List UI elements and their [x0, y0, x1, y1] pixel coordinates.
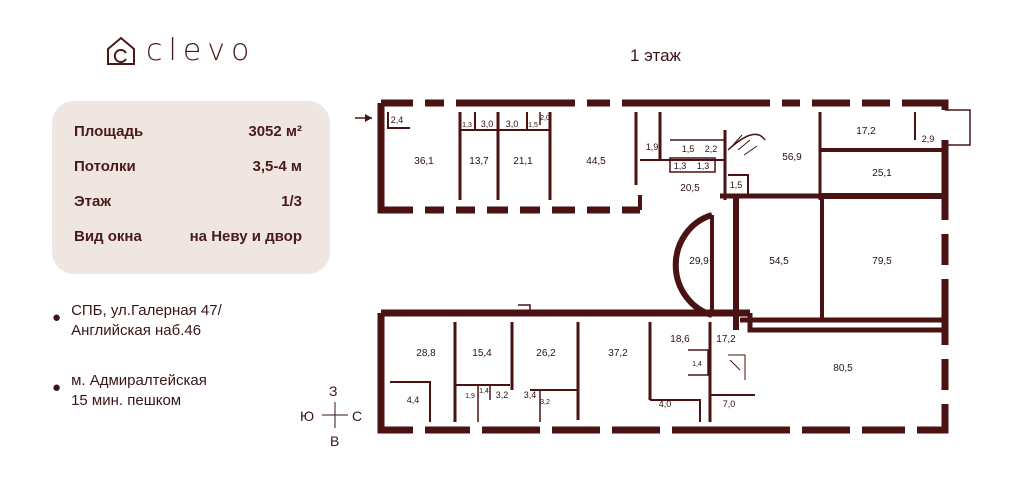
compass-west: Ю — [300, 408, 315, 424]
info-value: 3052 м² — [248, 123, 302, 140]
room-label: 36,1 — [414, 156, 434, 167]
floor-title: 1 этаж — [630, 46, 681, 65]
room-label: 1,5 — [730, 180, 743, 190]
room-label: 21,1 — [513, 156, 533, 167]
room-label: 3,4 — [524, 390, 537, 400]
room-label: 4,4 — [407, 395, 420, 405]
room-label: 15,4 — [472, 348, 492, 359]
room-label: 17,2 — [856, 126, 876, 137]
entrance-arrow-icon — [355, 114, 372, 122]
room-label: 3,2 — [540, 399, 550, 406]
room-label: 26,2 — [536, 348, 556, 359]
room-label: 1,3 — [674, 161, 687, 171]
room-label: 20,5 — [680, 183, 700, 194]
metro-block: ● м. Адмиралтейская 15 мин. пешком — [52, 371, 207, 411]
info-label: Потолки — [74, 158, 136, 175]
room-label: 2,4 — [391, 115, 404, 125]
address-line: Английская наб.46 — [71, 322, 202, 339]
address-block: ● СПБ, ул.Галерная 47/ Английская наб.46 — [52, 301, 222, 341]
room-label: 56,9 — [782, 152, 802, 163]
room-label: 13,7 — [469, 156, 489, 167]
room-label: 2,0 — [540, 115, 550, 122]
logo-text: clevo — [146, 33, 256, 68]
room-label: 25,1 — [872, 168, 892, 179]
info-value: 1/3 — [281, 193, 302, 210]
logo: clevo — [104, 33, 255, 68]
house-logo-icon — [107, 36, 135, 65]
room-label: 17,2 — [716, 334, 736, 345]
room-label: 1,5 — [682, 144, 695, 154]
bullet-icon: ● — [52, 379, 62, 396]
room-label: 1,3 — [697, 161, 710, 171]
room-label: 18,6 — [670, 334, 690, 345]
room-label: 2,9 — [922, 134, 935, 144]
room-label: 29,9 — [689, 256, 709, 267]
room-label: 80,5 — [833, 363, 853, 374]
compass-south: В — [330, 433, 340, 449]
info-value: на Неву и двор — [189, 228, 302, 245]
room-label: 37,2 — [608, 348, 628, 359]
room-label: 1,9 — [465, 393, 475, 400]
compass-east: С — [352, 408, 363, 424]
room-label: 3,0 — [481, 119, 494, 129]
room-label: 1,9 — [646, 142, 659, 152]
info-label: Площадь — [74, 123, 144, 140]
room-label: 1,5 — [528, 122, 538, 129]
info-row-floor: Этаж 1/3 — [74, 193, 302, 210]
room-label: 1,4 — [479, 388, 489, 395]
compass-north: З — [329, 383, 338, 399]
metro-line: м. Адмиралтейская — [71, 372, 207, 389]
room-label: 54,5 — [769, 256, 789, 267]
room-label: 3,2 — [496, 390, 509, 400]
info-row-area: Площадь 3052 м² — [74, 123, 302, 140]
room-label: 2,2 — [705, 144, 718, 154]
info-value: 3,5-4 м — [252, 158, 302, 175]
info-row-ceilings: Потолки 3,5-4 м — [74, 158, 302, 175]
bullet-icon: ● — [52, 309, 62, 326]
info-label: Этаж — [74, 193, 111, 210]
address-line: СПБ, ул.Галерная 47/ — [71, 302, 222, 319]
metro-line: 15 мин. пешком — [71, 392, 182, 409]
room-label: 4,0 — [659, 399, 672, 409]
info-row-window-view: Вид окна на Неву и двор — [74, 228, 302, 245]
room-label: 3,0 — [506, 119, 519, 129]
room-label: 1,4 — [692, 361, 702, 368]
room-label: 7,0 — [723, 399, 736, 409]
room-label: 1,3 — [462, 122, 472, 129]
info-card: Площадь 3052 м² Потолки 3,5-4 м Этаж 1/3… — [52, 101, 330, 274]
room-label: 44,5 — [586, 156, 606, 167]
room-label: 79,5 — [872, 256, 892, 267]
room-label: 28,8 — [416, 348, 436, 359]
info-label: Вид окна — [74, 228, 142, 245]
